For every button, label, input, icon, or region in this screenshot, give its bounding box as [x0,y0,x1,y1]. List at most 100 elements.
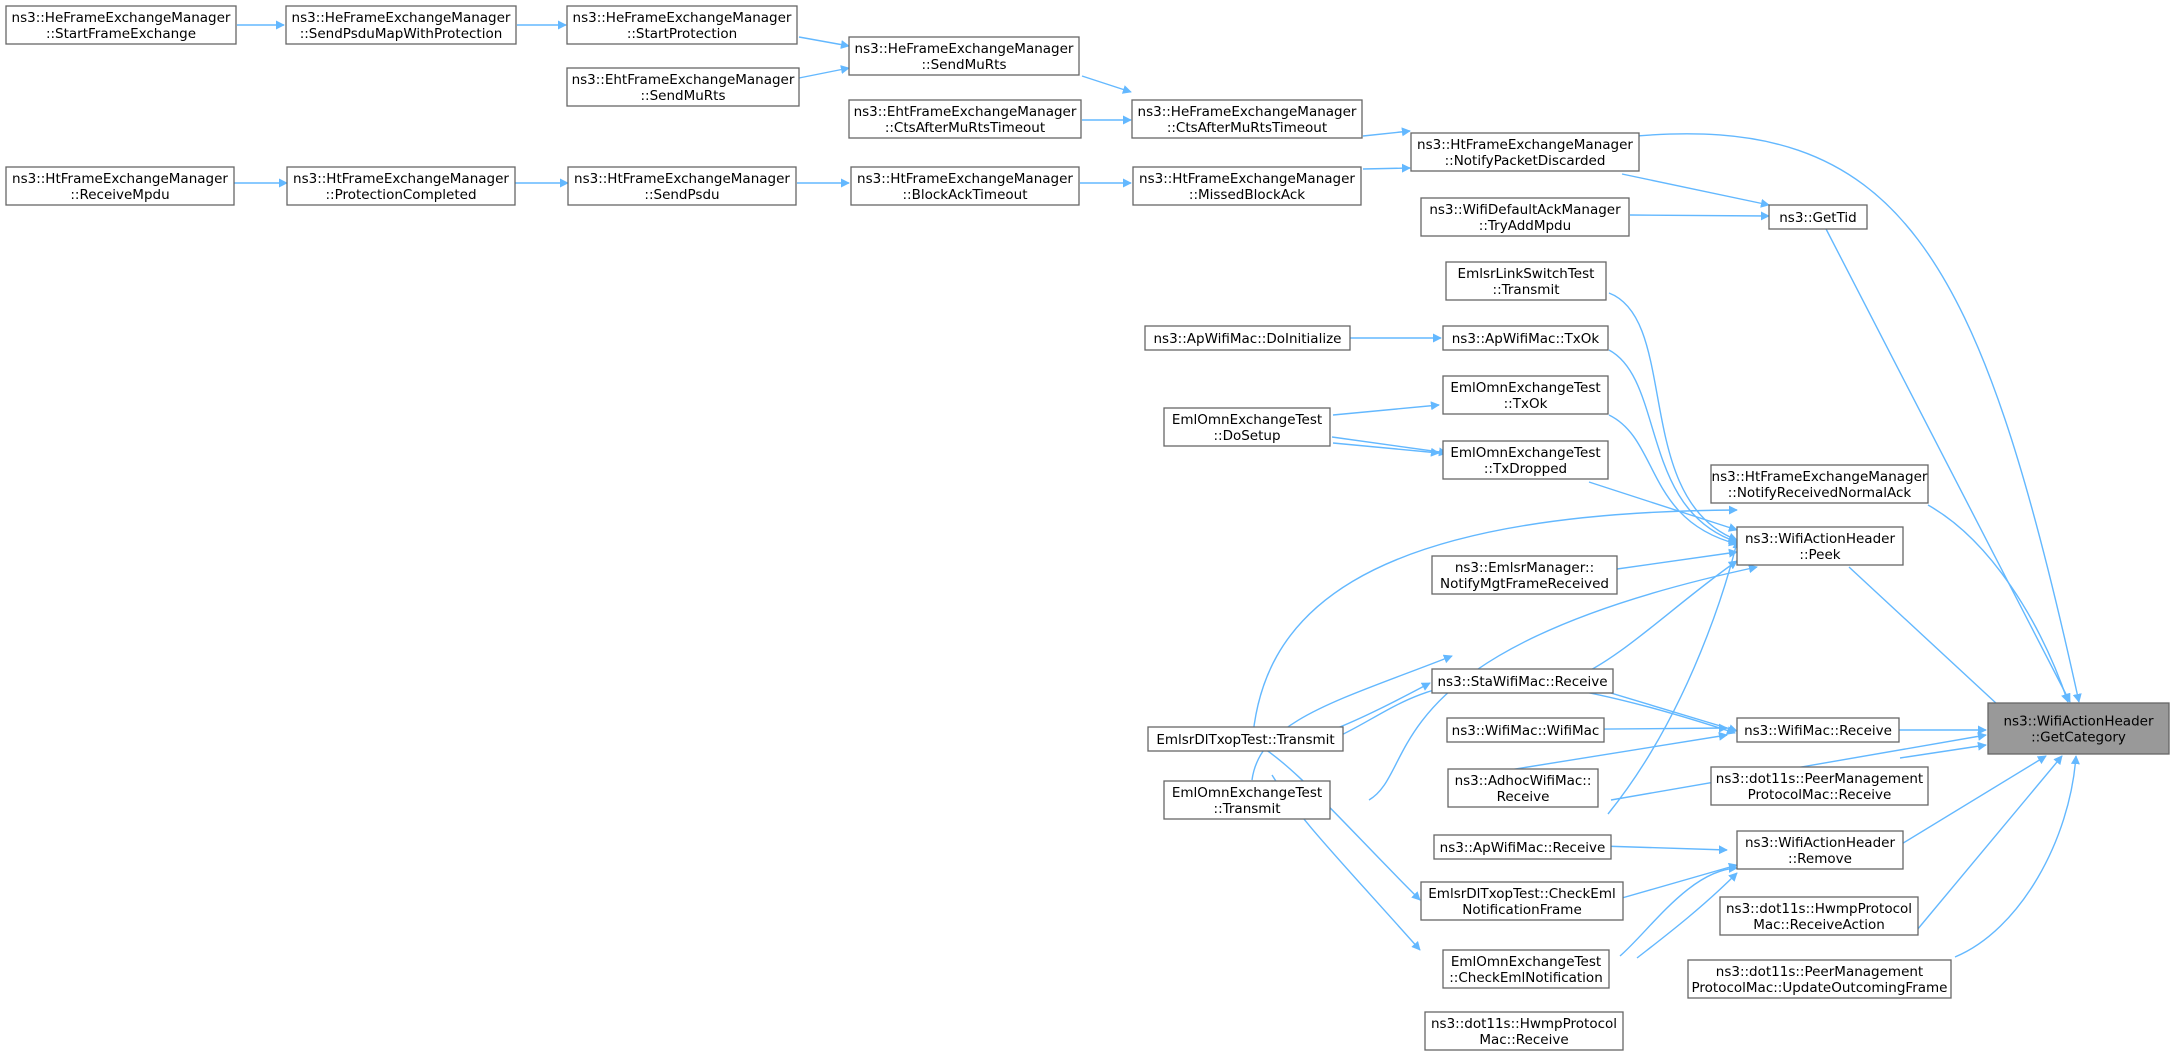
node-label: ns3::WifiDefaultAckManager [1429,202,1621,218]
edge [1251,505,1738,747]
node-box [1736,830,1904,870]
graph-node-he_sendmurts[interactable]: ns3::HeFrameExchangeManager::SendMuRts [848,36,1080,76]
graph-node-ap_doinit[interactable]: ns3::ApWifiMac::DoInitialize [1144,325,1351,351]
graph-node-adhoc_recv[interactable]: ns3::AdhocWifiMac::Receive [1447,768,1599,808]
graph-node-peer_recv[interactable]: ns3::dot11s::PeerManagementProtocolMac::… [1710,766,1929,806]
node-box [1445,261,1607,301]
node-box [1987,702,2170,755]
node-label: ns3::ApWifiMac::TxOk [1452,331,1600,347]
graph-node-ap_txok[interactable]: ns3::ApWifiMac::TxOk [1442,325,1609,351]
graph-node-wifimac_ctor[interactable]: ns3::WifiMac::WifiMac [1446,717,1605,743]
graph-node-gettid[interactable]: ns3::GetTid [1768,204,1868,230]
edge [1614,862,1738,901]
graph-node-ht_recvmpdu[interactable]: ns3::HtFrameExchangeManager::ReceiveMpdu [5,166,235,206]
node-label: EmlsrDlTxopTest::CheckEml [1428,886,1615,902]
node-box [1424,1011,1624,1051]
graph-node-he_cts[interactable]: ns3::HeFrameExchangeManager::CtsAfterMuR… [1131,99,1363,139]
graph-node-hwmp_recvact[interactable]: ns3::dot11s::HwmpProtocolMac::ReceiveAct… [1719,896,1919,936]
node-label: ::CtsAfterMuRtsTimeout [885,120,1045,136]
node-label: ::Transmit [1214,801,1281,817]
graph-node-he_sendpsdumap[interactable]: ns3::HeFrameExchangeManager::SendPsduMap… [285,5,517,45]
graph-node-ht_missed[interactable]: ns3::HtFrameExchangeManager::MissedBlock… [1132,166,1362,206]
graph-node-ap_recv[interactable]: ns3::ApWifiMac::Receive [1433,834,1612,860]
node-label: ::Peek [1799,547,1840,563]
edge [1607,539,1742,815]
graph-node-eht_cts[interactable]: ns3::EhtFrameExchangeManager::CtsAfterMu… [848,99,1082,139]
node-box [1420,197,1630,237]
edge [1251,654,1453,781]
graph-node-ht_blockack[interactable]: ns3::HtFrameExchangeManager::BlockAckTim… [850,166,1080,206]
edge [1081,75,1132,94]
node-box [1719,896,1919,936]
edge [1249,739,1421,901]
node-box [567,166,797,206]
node-label: Receive [1497,789,1550,805]
node-label: ::StartProtection [627,26,737,42]
edge [1823,224,2071,703]
graph-node-emlsrdl_tx[interactable]: EmlsrDlTxopTest::Transmit [1147,726,1344,752]
node-box [1132,166,1362,206]
graph-node-eml_txok[interactable]: EmlOmnExchangeTest::TxOk [1442,375,1609,415]
node-box [1710,766,1929,806]
node-label: ::GetCategory [2031,730,2126,746]
node-label: ::SendPsduMapWithProtection [300,26,503,42]
graph-node-sta_recv[interactable]: ns3::StaWifiMac::Receive [1431,668,1614,694]
graph-node-eml_transmit[interactable]: EmlOmnExchangeTest::Transmit [1163,780,1331,820]
node-label: ::MissedBlockAck [1189,187,1305,203]
node-label: ns3::HeFrameExchangeManager [292,10,511,26]
node-label: ns3::HtFrameExchangeManager [1139,171,1355,187]
node-label: EmlOmnExchangeTest [1172,785,1322,801]
graph-node-eml_check[interactable]: EmlOmnExchangeTest::CheckEmlNotification [1442,949,1610,989]
node-label: ProtocolMac::UpdateOutcomingFrame [1692,980,1948,996]
node-box [850,166,1080,206]
node-label: ns3::EhtFrameExchangeManager [572,72,795,88]
graph-node-eml_dosetup[interactable]: EmlOmnExchangeTest::DoSetup [1163,407,1331,447]
graph-node-eht_sendmurts[interactable]: ns3::EhtFrameExchangeManager::SendMuRts [566,67,800,107]
graph-node-peek[interactable]: ns3::WifiActionHeader::Peek [1736,526,1904,566]
edge [1848,566,2012,718]
graph-node-ht_sendpsdu[interactable]: ns3::HtFrameExchangeManager::SendPsdu [567,166,797,206]
nodes: ns3::WifiActionHeader::GetCategory ns3::… [5,5,2170,1051]
node-label: ns3::GetTid [1779,210,1857,226]
node-label: ns3::AdhocWifiMac:: [1455,773,1592,789]
node-box [1163,407,1331,447]
edge [1588,481,1738,532]
graph-node-he_start[interactable]: ns3::HeFrameExchangeManager::StartFrameE… [5,5,237,45]
graph-node-he_startprot[interactable]: ns3::HeFrameExchangeManager::StartProtec… [566,5,798,45]
node-box [1420,881,1624,921]
edge [1899,755,2047,846]
graph-node-ht_notifynormal[interactable]: ns3::HtFrameExchangeManager::NotifyRecei… [1710,464,1929,504]
graph-node-ht_protcomp[interactable]: ns3::HtFrameExchangeManager::ProtectionC… [286,166,516,206]
edge [1899,741,1987,759]
graph-node-ht_notifydisc[interactable]: ns3::HtFrameExchangeManager::NotifyPacke… [1410,132,1640,172]
graph-node-trympdu[interactable]: ns3::WifiDefaultAckManager::TryAddMpdu [1420,197,1630,237]
node-label: ns3::WifiActionHeader [1745,835,1895,851]
graph-node-eml_txdrop[interactable]: EmlOmnExchangeTest::TxDropped [1442,440,1609,480]
node-label: ns3::HtFrameExchangeManager [12,171,228,187]
edge [1332,401,1440,416]
graph-node-emlsrmgr[interactable]: ns3::EmlsrManager::NotifyMgtFrameReceive… [1431,555,1618,595]
node-label: ns3::ApWifiMac::Receive [1440,840,1606,856]
node-label: ns3::WifiMac::Receive [1744,723,1892,739]
node-label: EmlOmnExchangeTest [1450,380,1600,396]
graph-node-wifimac_recv[interactable]: ns3::WifiMac::Receive [1736,717,1900,743]
edge [1368,564,1758,801]
graph-node-emlsr_tx[interactable]: EmlsrLinkSwitchTest::Transmit [1445,261,1607,301]
edge [1927,504,2070,703]
node-box [1163,780,1331,820]
node-label: ns3::HeFrameExchangeManager [855,41,1074,57]
edge [1608,349,1738,544]
node-box [1442,325,1609,351]
edge [1609,548,1738,571]
graph-node-remove[interactable]: ns3::WifiActionHeader::Remove [1736,830,1904,870]
graph-node-getcat[interactable]: ns3::WifiActionHeader::GetCategory [1987,702,2170,755]
node-label: ::TryAddMpdu [1479,218,1571,234]
graph-node-peer_update[interactable]: ns3::dot11s::PeerManagementProtocolMac::… [1687,959,1952,999]
graph-node-emlsrdl_check[interactable]: EmlsrDlTxopTest::CheckEmlNotificationFra… [1420,881,1624,921]
node-box [285,5,517,45]
edge [1916,755,2063,931]
edge [1621,173,1770,208]
node-box [1431,668,1614,694]
node-label: EmlOmnExchangeTest [1451,954,1601,970]
